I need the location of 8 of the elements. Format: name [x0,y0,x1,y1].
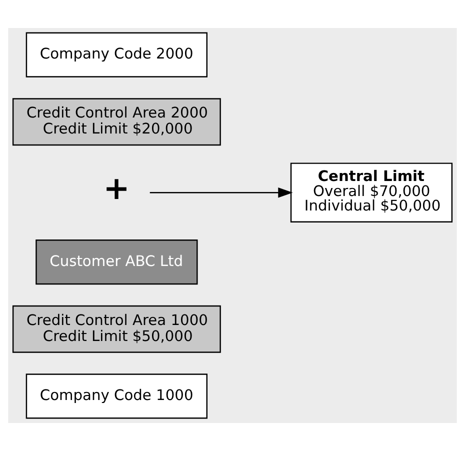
node-box: Customer ABC Ltd [36,239,198,284]
node-text: + [103,170,130,207]
node-box: Company Code 1000 [26,373,208,418]
node-box: Credit Control Area 2000 Credit Limit $20,000 [12,98,221,146]
node-box: Credit Control Area 1000 Credit Limit $50,000 [12,304,221,352]
arrow [150,186,293,198]
node-box: Company Code 2000 [26,32,208,77]
node-box: Central Limit Overall $70,000 Individual $50,000 [290,162,453,222]
